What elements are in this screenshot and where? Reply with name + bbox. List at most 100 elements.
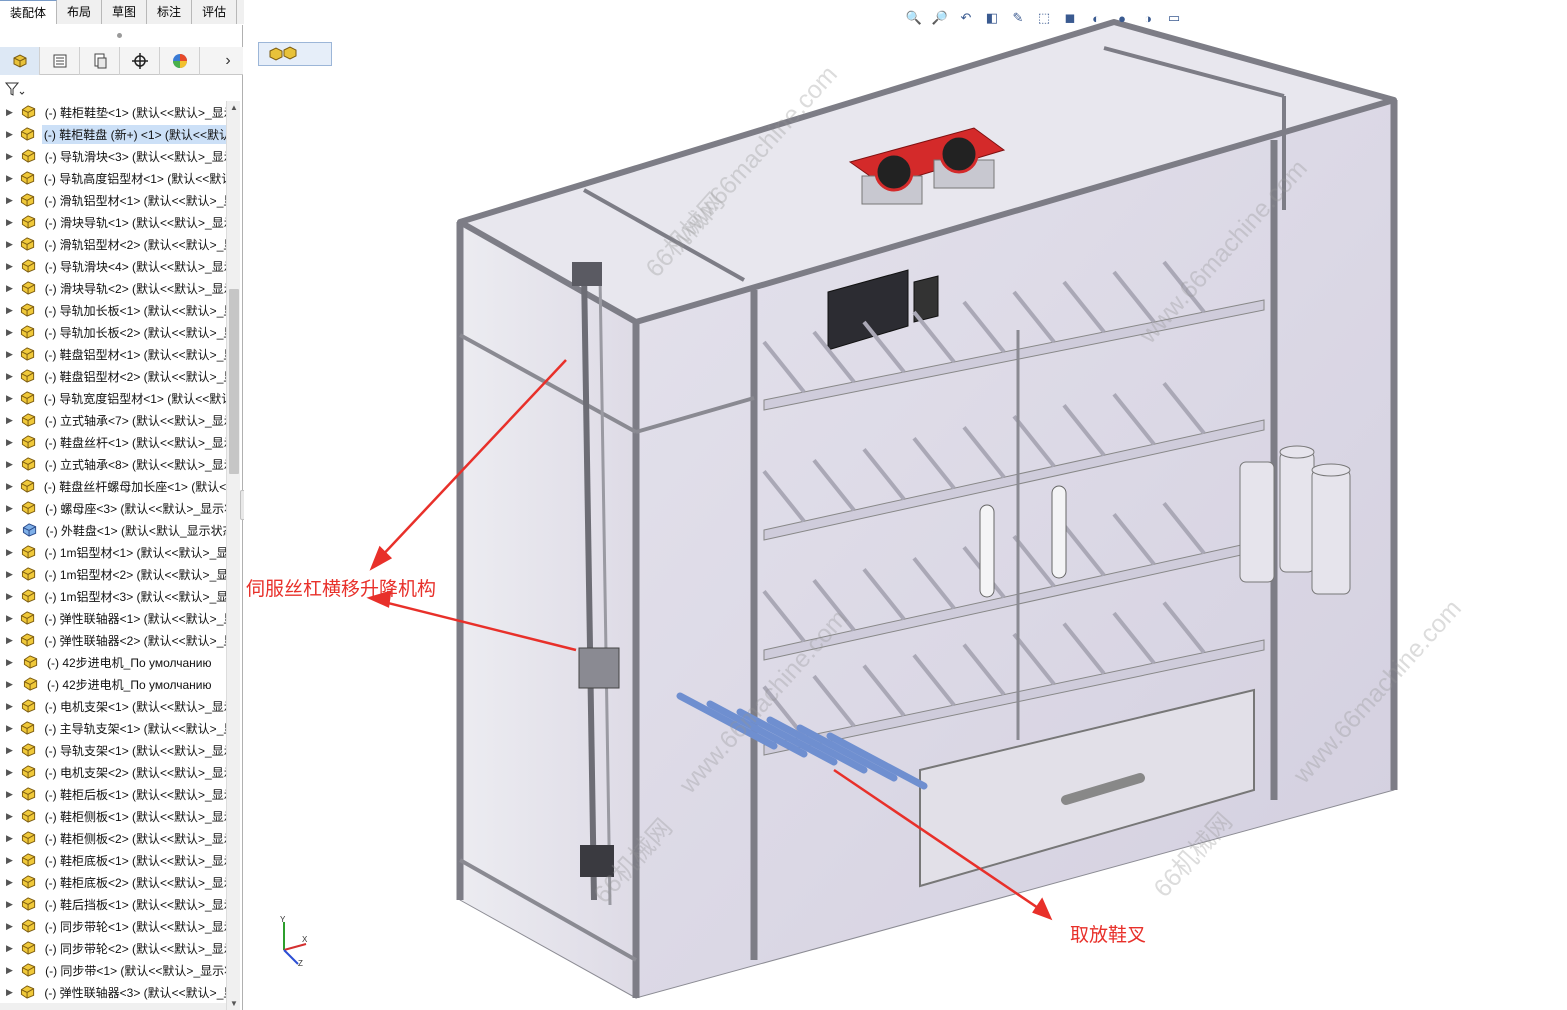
expand-arrow-icon[interactable]: ▶ bbox=[6, 656, 13, 667]
display-style-icon[interactable]: ◼ bbox=[1064, 10, 1076, 25]
expand-arrow-icon[interactable]: ▶ bbox=[6, 942, 13, 953]
tree-vertical-scrollbar[interactable]: ▲ ▼ bbox=[226, 101, 240, 1010]
tree-item[interactable]: ▶(-) 鞋柜后板<1> (默认<<默认>_显示状态 1>) bbox=[0, 783, 228, 805]
tree-item[interactable]: ▶(-) 导轨宽度铝型材<1> (默认<<默认>_显示状态 1>) bbox=[0, 387, 228, 409]
tree-item[interactable]: ▶(-) 螺母座<3> (默认<<默认>_显示状态 1>) bbox=[0, 497, 228, 519]
expand-arrow-icon[interactable]: ▶ bbox=[6, 348, 13, 359]
command-tab[interactable]: 装配体 bbox=[0, 0, 58, 24]
expand-arrow-icon[interactable]: ▶ bbox=[6, 568, 13, 579]
expand-arrow-icon[interactable]: ▶ bbox=[6, 898, 13, 909]
expand-arrow-icon[interactable]: ▶ bbox=[6, 766, 13, 777]
tree-item[interactable]: ▶(-) 鞋柜侧板<1> (默认<<默认>_显示状态 1>) bbox=[0, 805, 228, 827]
expand-arrow-icon[interactable]: ▶ bbox=[6, 590, 13, 601]
expand-arrow-icon[interactable]: ▶ bbox=[6, 128, 13, 139]
tree-item[interactable]: ▶(-) 弹性联轴器<3> (默认<<默认>_显示状态 1>) bbox=[0, 981, 228, 1003]
tree-item[interactable]: ▶(-) 42步进电机_По умолчанию bbox=[0, 651, 228, 673]
hide-show-icon[interactable]: ◐ bbox=[1092, 10, 1100, 26]
tree-item[interactable]: ▶(-) 立式轴承<8> (默认<<默认>_显示状态 1>) bbox=[0, 453, 228, 475]
expand-arrow-icon[interactable]: ▶ bbox=[6, 172, 13, 183]
expand-arrow-icon[interactable]: ▶ bbox=[6, 392, 13, 403]
command-tab[interactable]: 评估 bbox=[192, 0, 238, 24]
tree-item[interactable]: ▶(-) 导轨滑块<4> (默认<<默认>_显示状态 1>) bbox=[0, 255, 228, 277]
tree-item[interactable]: ▶(-) 导轨滑块<3> (默认<<默认>_显示状态 1>) bbox=[0, 145, 228, 167]
command-tab[interactable]: 草图 bbox=[102, 0, 148, 24]
edit-appearance-icon[interactable]: ● bbox=[1118, 10, 1126, 26]
dimxpert-manager-tab[interactable] bbox=[120, 47, 160, 75]
tree-item[interactable]: ▶(-) 导轨加长板<1> (默认<<默认>_显示状态 1>) bbox=[0, 299, 228, 321]
tree-item[interactable]: ▶(-) 导轨支架<1> (默认<<默认>_显示状态 1>) bbox=[0, 739, 228, 761]
tree-item[interactable]: ▶(-) 42步进电机_По умолчанию bbox=[0, 673, 228, 695]
expand-arrow-icon[interactable]: ▶ bbox=[6, 282, 13, 293]
view-settings-icon[interactable]: ▭ bbox=[1167, 10, 1181, 25]
tree-item[interactable]: ▶(-) 滑轨铝型材<1> (默认<<默认>_显示状态 1>) bbox=[0, 189, 228, 211]
expand-arrow-icon[interactable]: ▶ bbox=[6, 920, 13, 931]
tree-item[interactable]: ▶(-) 鞋后挡板<1> (默认<<默认>_显示状态 1>) bbox=[0, 893, 228, 915]
tree-item[interactable]: ▶(-) 弹性联轴器<1> (默认<<默认>_显示状态 1>) bbox=[0, 607, 228, 629]
expand-arrow-icon[interactable]: ▶ bbox=[6, 304, 13, 315]
dynamic-annotation-icon[interactable]: ✎ bbox=[1012, 10, 1024, 25]
expand-arrow-icon[interactable]: ▶ bbox=[6, 480, 13, 491]
expand-arrow-icon[interactable]: ▶ bbox=[6, 106, 13, 117]
expand-arrow-icon[interactable]: ▶ bbox=[6, 436, 13, 447]
tree-item[interactable]: ▶(-) 鞋盘丝杆<1> (默认<<默认>_显示状态 1>) bbox=[0, 431, 228, 453]
expand-arrow-icon[interactable]: ▶ bbox=[6, 854, 13, 865]
tree-item[interactable]: ▶(-) 1m铝型材<2> (默认<<默认>_显示状态 1>) bbox=[0, 563, 228, 585]
expand-arrow-icon[interactable]: ▶ bbox=[6, 370, 13, 381]
expand-arrow-icon[interactable]: ▶ bbox=[6, 876, 13, 887]
expand-arrow-icon[interactable]: ▶ bbox=[6, 414, 13, 425]
feature-manager-tab[interactable] bbox=[0, 47, 40, 75]
tree-item[interactable]: ▶(-) 鞋柜底板<1> (默认<<默认>_显示状态 1>) bbox=[0, 849, 228, 871]
tree-item[interactable]: ▶(-) 立式轴承<7> (默认<<默认>_显示状态 1>) bbox=[0, 409, 228, 431]
tree-item[interactable]: ▶(-) 外鞋盘<1> (默认<默认_显示状态 1>) bbox=[0, 519, 228, 541]
expand-arrow-icon[interactable]: ▶ bbox=[6, 546, 13, 557]
expand-arrow-icon[interactable]: ▶ bbox=[6, 502, 13, 513]
expand-arrow-icon[interactable]: ▶ bbox=[6, 986, 13, 997]
tree-item[interactable]: ▶(-) 导轨加长板<2> (默认<<默认>_显示状态 1>) bbox=[0, 321, 228, 343]
tree-item[interactable]: ▶(-) 鞋柜鞋垫<1> (默认<<默认>_显示状态 1>) bbox=[0, 101, 228, 123]
tree-item[interactable]: ▶(-) 滑块导轨<2> (默认<<默认>_显示状态 1>) bbox=[0, 277, 228, 299]
tree-item[interactable]: ▶(-) 1m铝型材<3> (默认<<默认>_显示状态 1>) bbox=[0, 585, 228, 607]
tree-item[interactable]: ▶(-) 鞋盘铝型材<1> (默认<<默认>_显示状态 1>) bbox=[0, 343, 228, 365]
tree-item[interactable]: ▶(-) 滑块导轨<1> (默认<<默认>_显示状态 1>) bbox=[0, 211, 228, 233]
scroll-down-arrow-icon[interactable]: ▼ bbox=[230, 999, 238, 1008]
tree-item[interactable]: ▶(-) 同步带轮<1> (默认<<默认>_显示状态 1>) bbox=[0, 915, 228, 937]
tree-item[interactable]: ▶(-) 同步带<1> (默认<<默认>_显示状态 1>) bbox=[0, 959, 228, 981]
expand-arrow-icon[interactable]: ▶ bbox=[6, 612, 13, 623]
expand-arrow-icon[interactable]: ▶ bbox=[6, 964, 13, 975]
expand-arrow-icon[interactable]: ▶ bbox=[6, 788, 13, 799]
expand-arrow-icon[interactable]: ▶ bbox=[6, 326, 13, 337]
scroll-up-arrow-icon[interactable]: ▲ bbox=[230, 103, 238, 112]
expand-arrow-icon[interactable]: ▶ bbox=[6, 238, 13, 249]
graphics-area[interactable]: 🔍🔎↶◧✎⬚◼◐●◑▭ 伺服丝杠横移升降机构 取放鞋叉 www.66machin… bbox=[244, 0, 1567, 1010]
expand-arrow-icon[interactable]: ▶ bbox=[6, 458, 13, 469]
more-tabs-arrow-icon[interactable]: › bbox=[225, 52, 231, 69]
panel-grip-handle[interactable] bbox=[117, 33, 122, 38]
display-manager-tab[interactable] bbox=[160, 47, 200, 75]
scrollbar-thumb[interactable] bbox=[229, 289, 239, 474]
tree-item[interactable]: ▶(-) 鞋盘铝型材<2> (默认<<默认>_显示状态 1>) bbox=[0, 365, 228, 387]
expand-arrow-icon[interactable]: ▶ bbox=[6, 216, 13, 227]
expand-arrow-icon[interactable]: ▶ bbox=[6, 744, 13, 755]
tree-item[interactable]: ▶(-) 弹性联轴器<2> (默认<<默认>_显示状态 1>) bbox=[0, 629, 228, 651]
configuration-manager-tab[interactable] bbox=[80, 47, 120, 75]
zoom-to-area-icon[interactable]: 🔎 bbox=[931, 10, 949, 25]
tree-item[interactable]: ▶(-) 导轨高度铝型材<1> (默认<<默认>_显示状态 1>) bbox=[0, 167, 228, 189]
section-view-icon[interactable]: ◧ bbox=[985, 10, 999, 25]
expand-arrow-icon[interactable]: ▶ bbox=[6, 150, 13, 161]
expand-arrow-icon[interactable]: ▶ bbox=[6, 722, 13, 733]
tree-item[interactable]: ▶(-) 电机支架<2> (默认<<默认>_显示状态 1>) bbox=[0, 761, 228, 783]
command-tab[interactable]: 布局 bbox=[57, 0, 103, 24]
tree-item[interactable]: ▶(-) 鞋柜底板<2> (默认<<默认>_显示状态 1>) bbox=[0, 871, 228, 893]
tree-item[interactable]: ▶(-) 电机支架<1> (默认<<默认>_显示状态 1>) bbox=[0, 695, 228, 717]
apply-scene-icon[interactable]: ◑ bbox=[1144, 10, 1152, 26]
expand-arrow-icon[interactable]: ▶ bbox=[6, 700, 13, 711]
expand-arrow-icon[interactable]: ▶ bbox=[6, 810, 13, 821]
tree-item[interactable]: ▶(-) 同步带轮<2> (默认<<默认>_显示状态 1>) bbox=[0, 937, 228, 959]
tree-filter-button[interactable] bbox=[4, 79, 26, 99]
zoom-to-fit-icon[interactable]: 🔍 bbox=[905, 10, 923, 25]
expand-arrow-icon[interactable]: ▶ bbox=[6, 832, 13, 843]
view-orientation-icon[interactable]: ⬚ bbox=[1037, 10, 1051, 25]
tree-item[interactable]: ▶(-) 鞋盘丝杆螺母加长座<1> (默认<<默认>_显示状态 1>) bbox=[0, 475, 228, 497]
tree-horizontal-scrollbar[interactable] bbox=[0, 1003, 226, 1010]
expand-arrow-icon[interactable]: ▶ bbox=[6, 524, 13, 535]
